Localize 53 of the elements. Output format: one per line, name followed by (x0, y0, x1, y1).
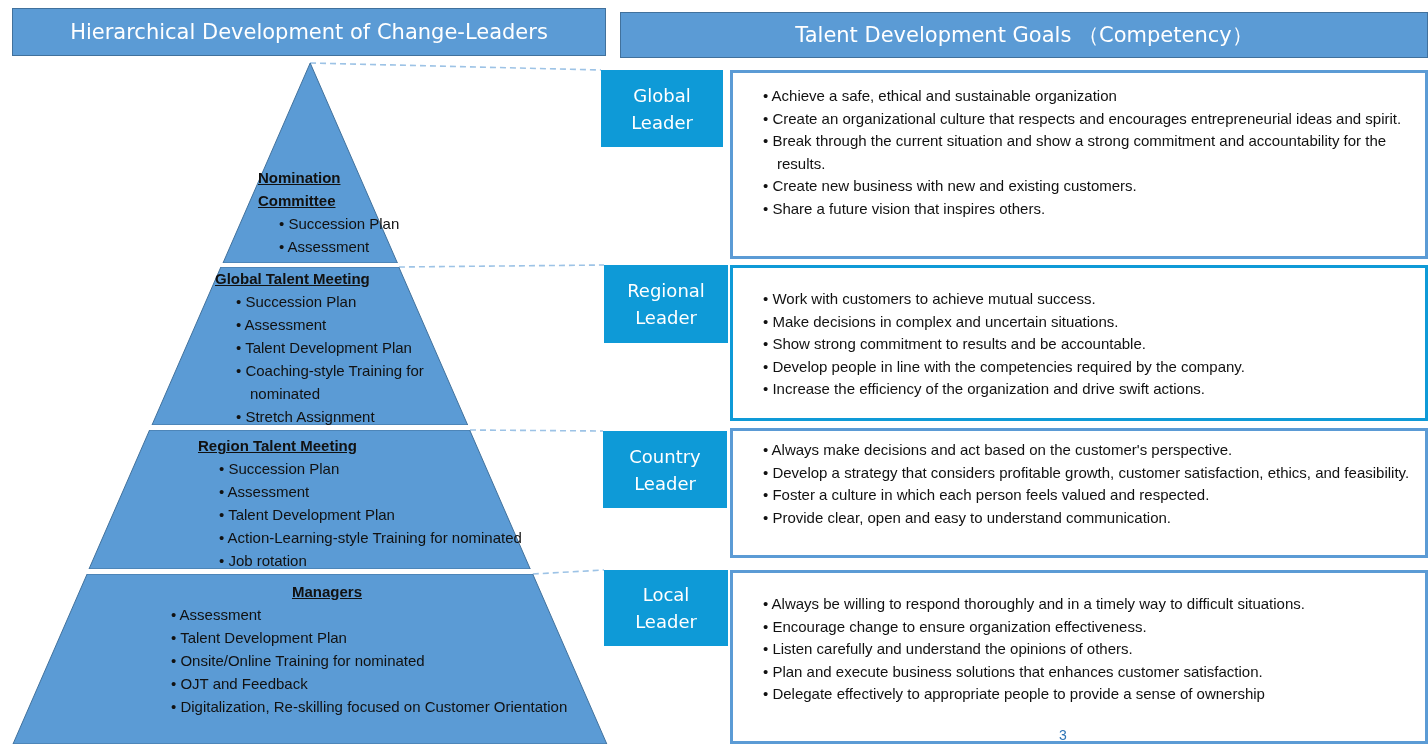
list-item: • Stretch Assignment (236, 407, 376, 427)
tier-heading: Region Talent Meeting (198, 436, 357, 456)
level-label: Country Leader (603, 431, 727, 508)
level-label: Regional Leader (604, 265, 728, 343)
list-item: • Develop people in line with the competencies required by the company. (763, 356, 1246, 377)
list-item: • Talent Development Plan (236, 338, 413, 358)
list-item: • Succession Plan (236, 292, 358, 312)
dashed-connector (532, 569, 605, 575)
list-item: • Plan and execute business solutions that enhances customer satisfaction. (763, 661, 1264, 682)
list-item: • Make decisions in complex and uncertain situations. (763, 311, 1120, 332)
tier-heading: Global Talent Meeting (215, 269, 370, 289)
list-item: • Talent Development Plan (171, 628, 348, 648)
tier-heading: Nomination Committee (258, 168, 342, 211)
list-item: • Succession Plan (219, 459, 341, 479)
list-item: • Create an organizational culture that respects and encourages entrepreneurial ideas and spirit. (763, 108, 1403, 129)
list-item: • Listen carefully and understand the opinions of others. (763, 639, 1134, 659)
dashed-connector (309, 62, 602, 71)
list-item: • Digitalization, Re-skilling focused on Customer Orientation (171, 697, 569, 717)
goals-panel (730, 570, 1428, 744)
list-item: • Work with customers to achieve mutual success. (763, 289, 1097, 309)
list-item: • Delegate effectively to appropriate people to provide a sense of ownership (763, 684, 1266, 704)
list-item: • Provide clear, open and easy to understand communication. (763, 507, 1172, 528)
tier-heading: Managers (291, 582, 362, 602)
list-item: • Always be willing to respond thoroughly and in a timely way to difficult situations. (763, 594, 1306, 614)
header-banner: Talent Development Goals （Competency） (620, 12, 1428, 58)
goals-panel (730, 70, 1428, 259)
list-item: • Share a future vision that inspires others. (763, 198, 1047, 219)
dashed-connector (469, 429, 604, 432)
list-item: • Assessment (171, 605, 263, 625)
list-item: • Assessment (279, 237, 371, 257)
list-item: • Encourage change to ensure organization effectiveness. (763, 616, 1148, 637)
list-item: • Achieve a safe, ethical and sustainable organization (763, 86, 1118, 106)
list-item: • Break through the current situation and show a strong commitment and accountability for the results. (763, 131, 1388, 174)
list-item: • Assessment (219, 482, 311, 502)
list-item: • OJT and Feedback (171, 674, 309, 694)
list-item: • Foster a culture in which each person feels valued and respected. (763, 485, 1211, 505)
list-item: • Show strong commitment to results and be accountable. (763, 334, 1147, 354)
list-item: • Create new business with new and existing customers. (763, 176, 1138, 196)
list-item: • Always make decisions and act based on the customer's perspective. (763, 440, 1234, 460)
list-item: • Onsite/Online Training for nominated (171, 651, 426, 671)
page-number: 3 (1059, 727, 1067, 743)
goals-panel (730, 265, 1428, 421)
dashed-connector (398, 264, 605, 268)
level-label: Local Leader (604, 570, 728, 646)
list-item: • Develop a strategy that considers profitable growth, customer satisfaction, ethics, and feasibility. (763, 462, 1411, 483)
list-item: • Assessment (236, 315, 328, 335)
list-item: • Talent Development Plan (219, 505, 396, 525)
header-banner: Hierarchical Development of Change-Leaders (12, 8, 606, 56)
goals-panel (730, 428, 1428, 558)
list-item: • Increase the efficiency of the organization and drive swift actions. (763, 379, 1206, 399)
level-label: Global Leader (601, 70, 723, 147)
list-item: • Coaching-style Training for nominated (236, 361, 425, 404)
list-item: • Job rotation (219, 551, 308, 571)
